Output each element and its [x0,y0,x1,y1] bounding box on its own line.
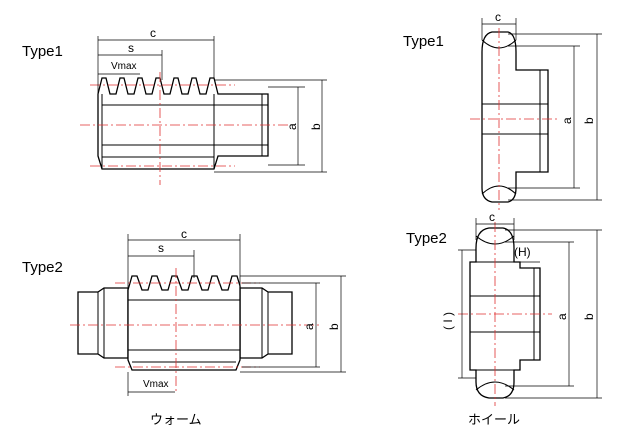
wheel-type1-body [481,31,549,203]
wheel-type1-label: Type1 [403,33,444,50]
worm-type2-label: Type2 [22,259,63,276]
worm-type1-label: Type1 [22,43,63,60]
worm-type2-dim-s-label: s [158,241,164,255]
worm-type1-dim-s-label: s [128,41,134,55]
worm-type1: Type1 c s [22,26,327,185]
wheel-type1-dim-ab: a b [508,33,602,201]
wheel-type2-dim-h: (H) [514,245,540,263]
wheel-type1-dim-a-label: a [560,117,574,124]
wheel-type2-dim-c: c [475,210,515,240]
wheel-type1-dim-c-label: c [495,10,501,24]
worm-type1-centerlines [80,72,290,185]
worm-type1-dim-c-label: c [150,26,156,40]
worm-type2-vmax-label: Vmax [143,379,169,390]
worm-type2-dim-s: s [128,241,195,278]
worm-type2-dim-vmax: Vmax [127,372,175,396]
wheel-type2-body [469,227,541,399]
worm-type2-dim-b-label: b [327,323,341,330]
worm-type1-dim-ab: a b [214,79,327,173]
worm-type1-dim-b-label: b [309,123,323,130]
wheel-type2-centerlines [458,222,552,406]
worm-caption: ウォーム [150,413,202,428]
wheel-type2: Type2 c (H) [406,210,602,428]
wheel-type1-dim-c: c [481,10,517,40]
wheel-type2-dim-a-label: a [555,313,569,320]
worm-type2: Type2 c [22,227,346,428]
worm-type2-centerlines [70,268,320,392]
worm-type2-dim-a-label: a [302,323,316,330]
worm-type2-dim-c-label: c [181,227,187,241]
worm-type1-dim-vmax: Vmax [98,61,140,75]
wheel-type2-dim-h-label: (H) [514,245,531,259]
worm-type1-vmax-label: Vmax [111,61,137,72]
wheel-type1: Type1 c a b [403,10,602,210]
wheel-caption: ホイール [468,413,520,428]
worm-type1-dim-a-label: a [285,123,299,130]
worm-type2-dim-c: c [127,227,241,290]
worm-type2-dim-ab: a b [240,275,346,373]
wheel-type1-dim-b-label: b [582,117,596,124]
worm-type1-body [97,77,269,170]
wheel-type2-dim-ab: a b [505,229,602,399]
wheel-type2-dim-b-label: b [582,313,596,320]
wheel-type2-dim-i-label: ( I ) [441,312,455,330]
wheel-type2-label: Type2 [406,230,447,247]
wheel-type2-dim-c-label: c [489,210,495,224]
worm-type1-dim-c: c [97,26,215,94]
wheel-type2-dim-i: ( I ) [441,249,476,379]
worm-type2-body [77,275,293,371]
worm-type1-dim-s: s [98,41,163,80]
wheel-type1-centerlines [470,28,560,210]
